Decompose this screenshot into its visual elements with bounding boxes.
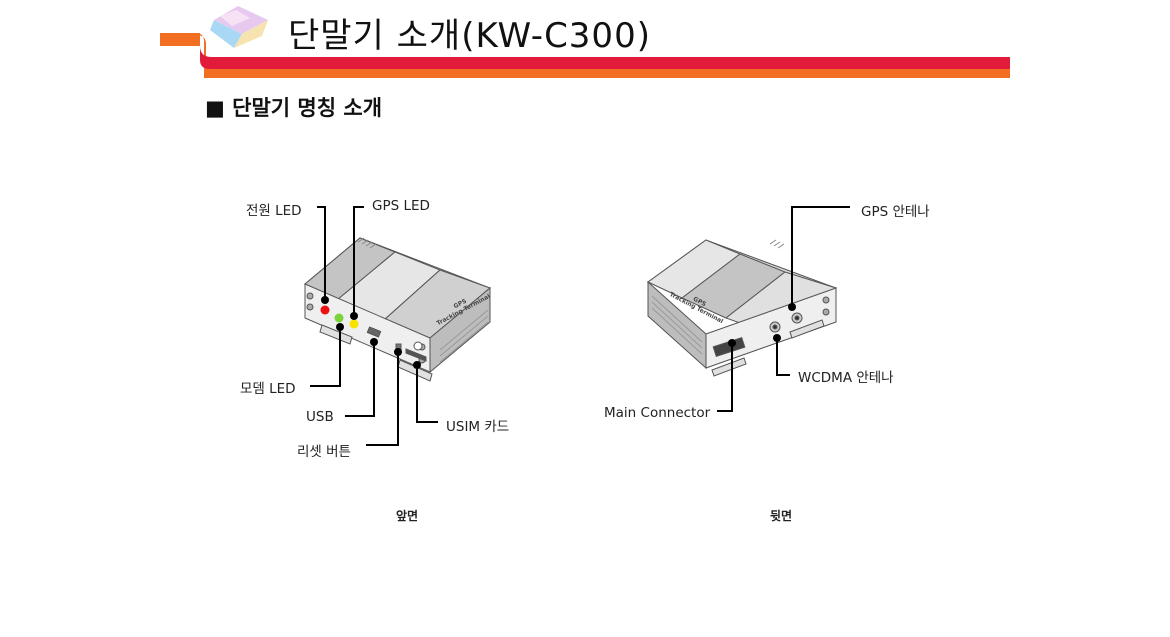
- front-leader-lines: [310, 206, 438, 446]
- page-title: 단말기 소개(KW-C300): [288, 16, 651, 56]
- label-reset-button: 리셋 버튼: [297, 444, 351, 460]
- power-led-icon: [320, 305, 330, 315]
- label-usb: USB: [306, 409, 334, 425]
- label-gps-led: GPS LED: [372, 198, 430, 214]
- caption-back: 뒷면: [770, 509, 793, 523]
- banner-orange-bottom: [204, 69, 1010, 78]
- front-device-side: [429, 286, 491, 374]
- gps-led-icon: [349, 319, 359, 329]
- caption-front: 앞면: [396, 509, 419, 523]
- back-leader-lines: [717, 206, 850, 412]
- back-device: [646, 239, 838, 377]
- label-usim-card: USIM 카드: [446, 419, 510, 435]
- label-main-connector: Main Connector: [604, 405, 711, 421]
- front-leader-dots: [321, 296, 421, 369]
- label-gps-antenna: GPS 안테나: [861, 204, 930, 220]
- label-power-led: 전원 LED: [246, 203, 302, 219]
- banner-orange-stub: [160, 33, 200, 46]
- banner-red: [200, 46, 1010, 69]
- label-modem-led: 모뎀 LED: [240, 381, 296, 397]
- back-leader-dots: [728, 303, 796, 347]
- label-wcdma-antenna: WCDMA 안테나: [798, 370, 894, 386]
- cube-logo-icon: [210, 6, 268, 48]
- modem-led-icon: [334, 313, 344, 323]
- section-title: ■ 단말기 명칭 소개: [205, 96, 383, 120]
